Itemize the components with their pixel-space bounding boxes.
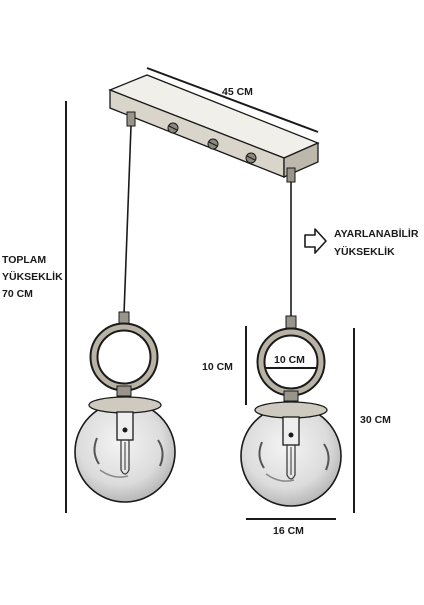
globe-height-label: 30 CM [360,414,391,426]
ring-height-label: 10 CM [202,361,233,373]
adjustable-height-label-line2: YÜKSEKLİK [334,246,395,258]
canopy-screw [207,138,219,150]
canopy-screw [167,122,179,134]
width-top-dimension-line [146,67,319,133]
globe-width-label: 16 CM [273,525,304,537]
left-pendant [74,311,176,503]
right-arrow-outline-icon [304,228,327,254]
left-cable [123,125,132,315]
total-height-label-line1: TOPLAM [2,254,47,266]
canopy-screw [245,152,257,164]
left-socket [116,411,134,441]
total-height-label-line2: YÜKSEKLİK [2,271,63,283]
adjustable-height-label-line1: AYARLANABİLİR [334,228,419,240]
cord-grip [126,111,136,127]
width-top-label: 45 CM [222,86,253,98]
cord-grip [286,167,296,183]
right-pendant [240,315,342,507]
ring-diameter-label: 10 CM [274,354,305,366]
ceiling-canopy [108,74,320,183]
right-socket [282,416,300,446]
total-height-label-line3: 70 CM [2,288,33,300]
